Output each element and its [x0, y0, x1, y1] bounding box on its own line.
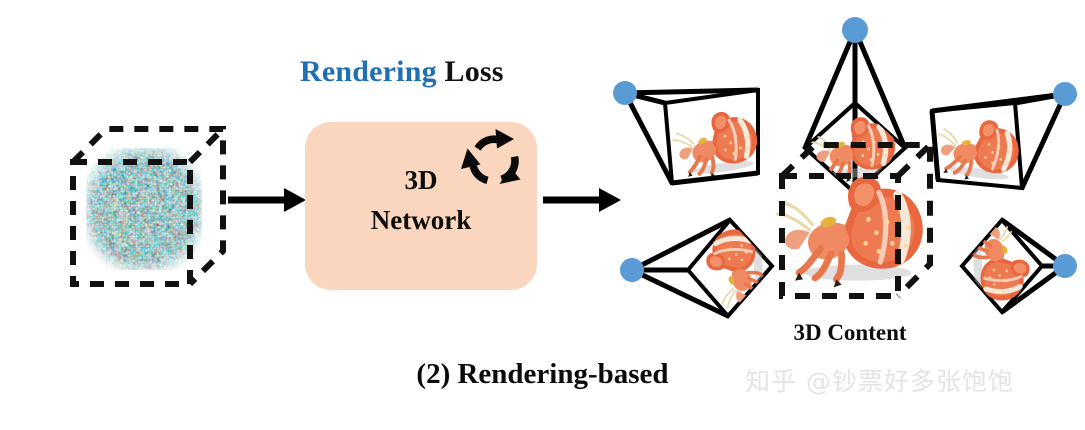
noise-cube-svg: [70, 126, 226, 287]
figure-caption: (2) Rendering-based: [416, 358, 669, 390]
dashed-cube-wireframe: [70, 126, 226, 287]
camera-upper-right: [929, 82, 1077, 191]
camera-lower-left-frustum: [630, 216, 775, 320]
camera-top-origin-dot: [842, 17, 868, 43]
camera-upper-left: [613, 81, 760, 186]
content-cube-label: 3D Content: [793, 320, 907, 345]
noise-cube: [62, 112, 242, 302]
camera-rig-group: [610, 8, 1080, 348]
camera-upper-right-origin-dot: [1053, 82, 1077, 106]
loss-title-highlight: Rendering: [300, 55, 437, 88]
noise-texture: [86, 148, 202, 270]
content-cube-crab: [778, 177, 923, 288]
camera-top: [802, 17, 908, 196]
network-label-line2: Network: [370, 205, 472, 235]
watermark: 知乎 @钞票好多张饱饱: [745, 367, 1014, 396]
network-box-label: 3D Network: [305, 160, 537, 240]
camera-lower-right-origin-dot: [1053, 254, 1077, 278]
content-cube: [778, 142, 933, 299]
arrow-network-to-output: [543, 185, 623, 220]
arrow-input-to-network: [228, 185, 308, 220]
content-cube-wireframe: [779, 142, 933, 299]
camera-upper-left-frustum: [622, 87, 760, 186]
network-box: [305, 122, 537, 290]
camera-upper-left-origin-dot: [613, 81, 637, 105]
camera-lower-right: [959, 216, 1077, 316]
network-label-line1: 3D: [404, 165, 438, 195]
recycle-loop-icon: [458, 123, 528, 193]
camera-lower-left-origin-dot: [620, 258, 644, 282]
loss-title-plain: Loss: [444, 55, 504, 88]
camera-lower-left: [620, 216, 775, 320]
rendering-loss-title: Rendering Loss: [300, 55, 504, 89]
